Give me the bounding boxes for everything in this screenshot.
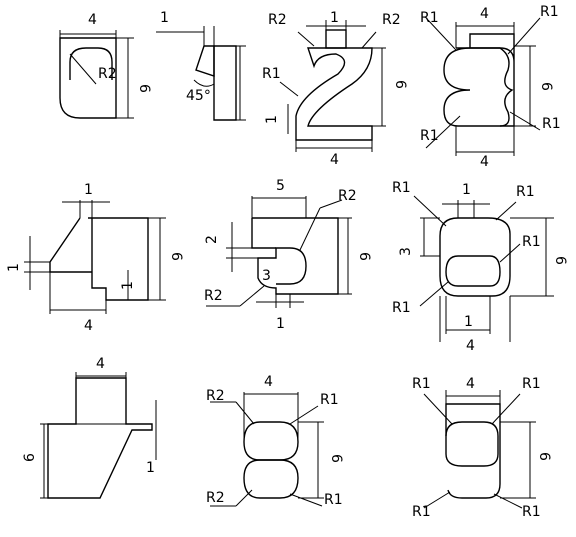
figure-7: 1 R1 R1 3 R1 6 R1 1 4: [392, 180, 568, 354]
figure-4-r-br-label: R1: [542, 116, 561, 132]
figure-10: 4 R1 R1 6 R1 R1: [412, 376, 552, 520]
figure-3-r-top-left-label: R2: [268, 12, 287, 28]
figure-4-top-label: 4: [480, 6, 489, 22]
figure-5-top-label: 1: [84, 182, 93, 198]
figure-8-top-label: 4: [96, 356, 105, 372]
figure-4: 4 R1 R1 6 R1 R1 4: [420, 4, 561, 170]
figure-4-bottom-label: 4: [480, 154, 489, 170]
figure-10-outline: [445, 421, 499, 467]
figure-8-right-small-label: 1: [146, 460, 155, 476]
figure-1-inner-round: [69, 47, 113, 80]
figure-3-outline: [295, 47, 373, 141]
figure-8-height-label: 6: [22, 453, 38, 462]
figure-10-r-br-label: R1: [522, 504, 541, 520]
figure-7-r-tl-label: R1: [392, 180, 411, 196]
figure-5-left-label: 1: [6, 263, 22, 272]
figure-6-radius-bottom-label: R2: [204, 288, 223, 304]
figure-7-r-tr-label: R1: [516, 184, 535, 200]
figure-9-r-tr-label: R1: [320, 392, 339, 408]
figure-7-r-bl-label: R1: [392, 300, 411, 316]
figure-3-r-top-right-label: R2: [382, 12, 401, 28]
figure-5-bottom-label: 4: [84, 318, 93, 334]
figure-10-height-label: 6: [536, 452, 552, 461]
figure-6-inner-label: 3: [262, 268, 271, 284]
figure-9-top-label: 4: [264, 374, 273, 390]
figure-1: 4 6 R2: [59, 12, 152, 119]
figure-1-outline: [59, 37, 117, 119]
figure-6-outline: [252, 217, 339, 295]
figure-3-top-label: 1: [330, 10, 339, 26]
figure-6: 5 R2 2 6 3 R2 1: [204, 178, 372, 332]
figure-6-left-label: 2: [204, 235, 220, 244]
figure-4-r-tl-label: R1: [420, 10, 439, 26]
figure-7-bottom-label: 4: [466, 338, 475, 354]
figure-9-height-label: 6: [328, 454, 344, 463]
figure-6-height-label: 6: [356, 252, 372, 261]
figure-10-top-label: 4: [466, 376, 475, 392]
figure-7-r-right-label: R1: [522, 234, 541, 250]
figure-2-top-label: 1: [160, 10, 169, 26]
figure-1-width-label: 4: [88, 12, 97, 28]
figure-7-outline: [439, 217, 511, 297]
figure-3-small-label: 1: [264, 115, 280, 124]
figure-7-left-label: 3: [398, 247, 414, 256]
figure-9-r-tl-label: R2: [206, 388, 225, 404]
figure-8: 4 6 1: [22, 356, 157, 499]
figure-1-height-label: 6: [136, 84, 152, 93]
figure-1-radius-label: R2: [98, 66, 117, 82]
figure-10-r-tr-label: R1: [522, 376, 541, 392]
figure-3-height-label: 6: [392, 80, 408, 89]
figure-3-bottom-label: 4: [330, 152, 339, 168]
figure-5-right-small-label: 1: [120, 281, 136, 290]
figure-6-bottom-label: 1: [276, 316, 285, 332]
figure-4-r-tr-label: R1: [540, 4, 559, 20]
figure-2-angle-label: 45°: [186, 88, 211, 104]
figure-9: 4 R2 R1 6 R2 R1: [206, 374, 344, 508]
figure-2-outline: [213, 45, 237, 121]
figure-10-r-tl-label: R1: [412, 376, 431, 392]
figure-7-inner-label: 1: [464, 314, 473, 330]
figure-6-top-label: 5: [276, 178, 285, 194]
figure-8-outline: [47, 377, 153, 499]
figure-7-height-label: 6: [552, 256, 568, 265]
figure-10-r-bl-label: R1: [412, 504, 431, 520]
figure-2: 1 45°: [156, 10, 246, 121]
figure-5: 1 1 6 1 4: [6, 182, 184, 334]
figure-6-radius-top-label: R2: [338, 188, 357, 204]
figure-9-r-bl-label: R2: [206, 490, 225, 506]
figure-4-height-label: 6: [538, 82, 554, 91]
figure-3: 1 R2 R2 R1 6 1 4: [262, 10, 408, 168]
figure-3-r-left-label: R1: [262, 66, 281, 82]
figure-5-height-label: 6: [168, 252, 184, 261]
figure-7-top-label: 1: [462, 182, 471, 198]
figure-2-chamfer: [195, 45, 215, 77]
figure-9-outline: [243, 421, 299, 461]
figure-9-r-br-label: R1: [324, 492, 343, 508]
figure-4-r-bl-label: R1: [420, 128, 439, 144]
